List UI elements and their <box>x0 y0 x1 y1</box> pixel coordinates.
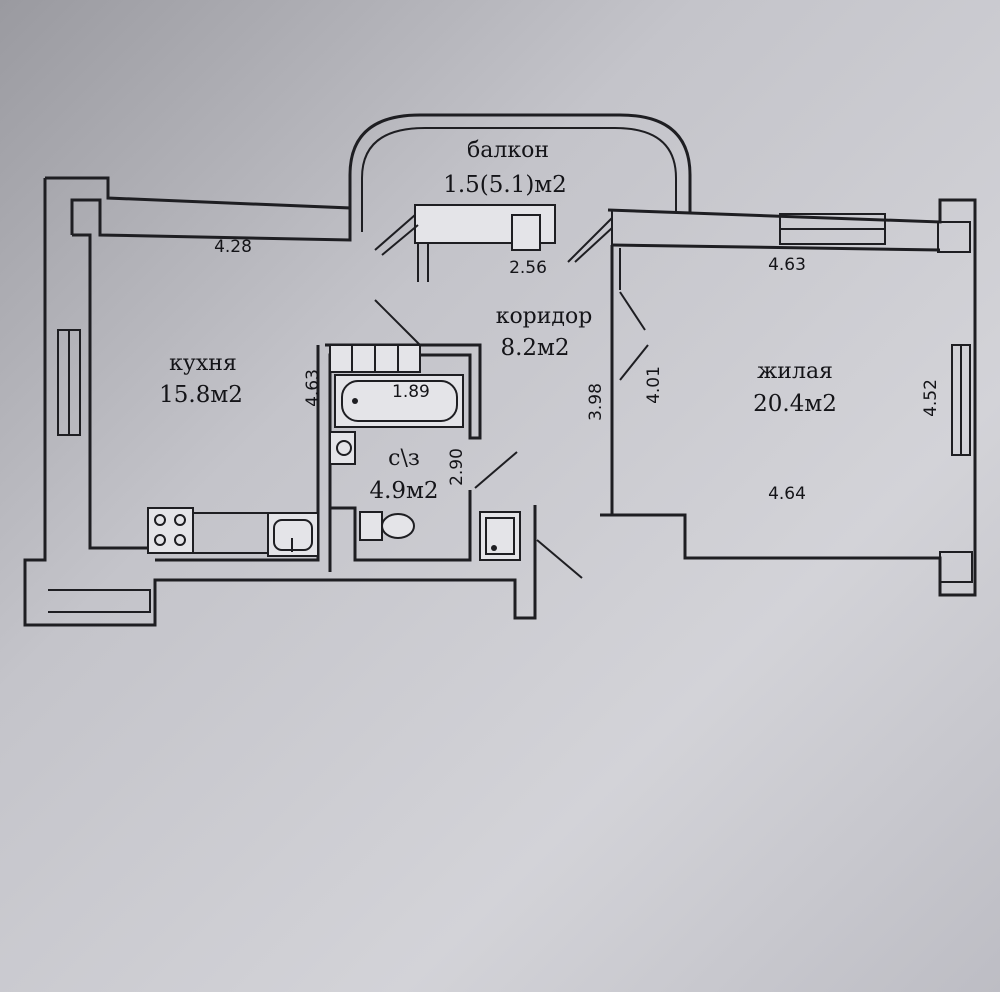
dim-living-left-b: 4.01 <box>644 366 664 404</box>
living-room-walls <box>600 198 977 597</box>
balcony-door-wall <box>374 204 613 282</box>
corridor-area: 8.2м2 <box>500 335 569 361</box>
sink-icon <box>267 512 319 557</box>
bathroom-sink-icon <box>329 431 356 465</box>
living-area: 20.4м2 <box>753 391 837 417</box>
dim-living-bottom: 4.64 <box>768 484 806 504</box>
washing-machine-icon <box>329 344 421 373</box>
dim-kitchen-height: 4.63 <box>303 369 323 407</box>
dim-bathroom-side: 2.90 <box>447 448 467 486</box>
dim-balcony-bottom: 2.56 <box>509 258 547 278</box>
balcony-area: 1.5(5.1)м2 <box>443 172 567 198</box>
bathroom-name: с\з <box>388 446 420 471</box>
balcony-inner-wall <box>361 127 677 232</box>
toilet-icon <box>359 511 415 541</box>
dim-living-right: 4.52 <box>921 379 941 417</box>
boiler-icon <box>479 511 521 561</box>
balcony-name: балкон <box>467 138 549 163</box>
bathtub-icon <box>334 374 464 428</box>
bathroom-area: 4.9м2 <box>369 478 438 504</box>
stove-icon <box>147 507 194 554</box>
dim-bathtub: 1.89 <box>392 382 430 402</box>
kitchen-walls <box>23 176 537 627</box>
dim-kitchen-top: 4.28 <box>214 237 252 257</box>
dim-living-top: 4.63 <box>768 255 806 275</box>
dim-living-left-a: 3.98 <box>586 383 606 421</box>
balcony-wall <box>348 113 692 235</box>
corridor-name: коридор <box>496 304 593 329</box>
kitchen-name: кухня <box>169 351 237 376</box>
living-name: жилая <box>757 359 833 384</box>
kitchen-area: 15.8м2 <box>159 382 243 408</box>
